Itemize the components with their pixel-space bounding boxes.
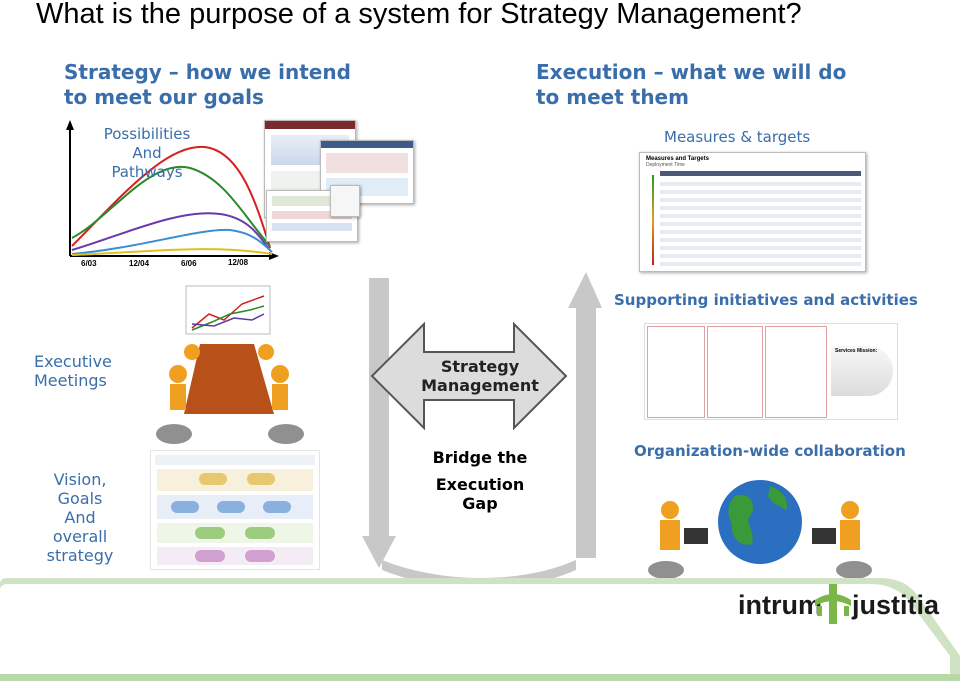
strategy-heading: Strategy – how we intend to meet our goa… <box>64 60 351 110</box>
strategy-map <box>150 450 320 570</box>
initiatives-map: Services Mission: <box>644 323 898 420</box>
org-collab-label: Organization-wide collaboration <box>634 442 906 460</box>
measures-table-title: Measures and Targets <box>646 156 709 162</box>
slide-title: What is the purpose of a system for Stra… <box>36 0 802 30</box>
strategy-management-label: Strategy Management <box>410 357 550 395</box>
execution-heading: Execution – what we will do to meet them <box>536 60 846 110</box>
possibilities-line1: Possibilities <box>103 125 191 143</box>
strategy-heading-line2: to meet our goals <box>64 85 264 109</box>
overall-line: overall <box>52 527 108 546</box>
dashboard-thumbnail <box>320 140 414 204</box>
goals-line: Goals <box>57 489 103 508</box>
meeting-illustration <box>156 285 304 444</box>
execution-heading-line1: Execution – what we will do <box>536 60 847 84</box>
possibilities-chart <box>66 120 279 260</box>
tick-label: 12/08 <box>228 258 249 267</box>
possibilities-line2: And <box>132 144 162 162</box>
possibilities-line3: Pathways <box>111 163 183 181</box>
bottom-band <box>0 578 960 681</box>
bridge-label: Bridge the <box>432 448 528 467</box>
executive-line: Executive <box>34 352 112 371</box>
dashboard-thumbnail <box>330 185 360 217</box>
executive-meetings-label: Executive Meetings <box>34 352 112 390</box>
vision-line: Vision, <box>53 470 107 489</box>
tick-label: 12/04 <box>129 259 150 268</box>
possibilities-label: Possibilities And Pathways <box>88 125 206 182</box>
strategy-line: Strategy <box>440 357 520 376</box>
collaboration-illustration <box>648 480 872 579</box>
intrum-logo-text: intrum <box>738 590 822 620</box>
execution-line: Execution <box>435 475 525 494</box>
strategy-line: strategy <box>46 546 114 565</box>
and-line: And <box>64 508 96 527</box>
supporting-label: Supporting initiatives and activities <box>614 291 918 309</box>
execution-gap-label: Execution Gap <box>412 475 548 513</box>
tick-label: 6/03 <box>81 259 97 268</box>
management-line: Management <box>421 376 539 395</box>
flow-arrows <box>362 272 602 586</box>
intrum-justitia-logo-icon <box>815 584 851 624</box>
services-mission-label: Services Mission: <box>835 348 878 354</box>
justitia-logo-text: justitia <box>852 590 940 620</box>
vision-label: Vision, Goals And overall strategy <box>32 470 128 565</box>
meetings-line: Meetings <box>34 371 107 390</box>
measures-table: Measures and Targets Deployment Time <box>639 152 866 272</box>
tick-label: 6/06 <box>181 259 197 268</box>
measures-table-subtitle: Deployment Time <box>646 162 685 168</box>
measures-label: Measures & targets <box>664 128 811 146</box>
gap-line: Gap <box>462 494 498 513</box>
execution-heading-line2: to meet them <box>536 85 689 109</box>
strategy-heading-line1: Strategy – how we intend <box>64 60 351 84</box>
